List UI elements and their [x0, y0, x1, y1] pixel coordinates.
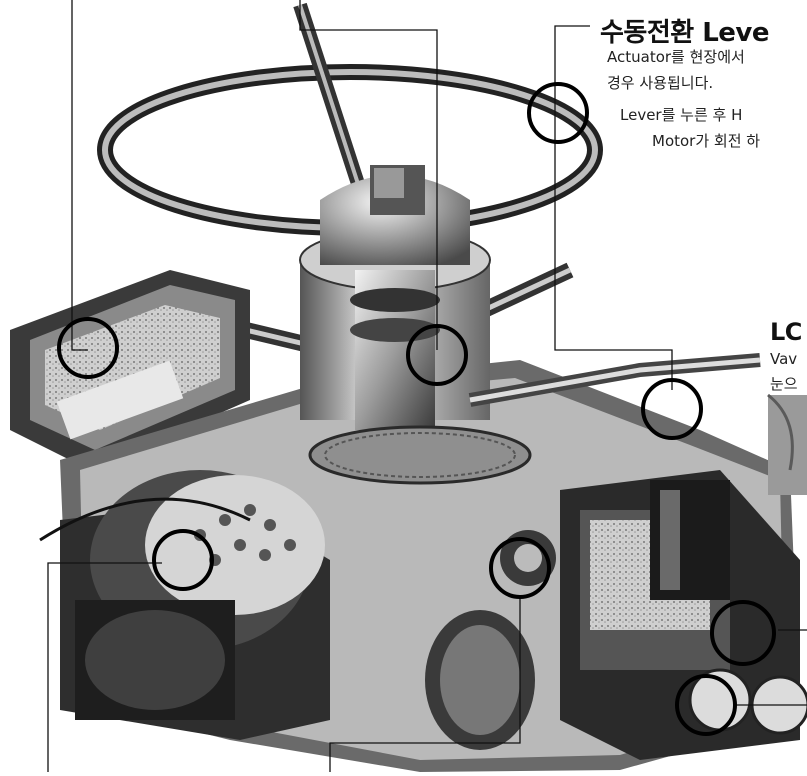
marker-top-left	[57, 317, 119, 379]
marker-terminal-upper	[710, 600, 776, 666]
leader-bottom-center	[329, 595, 521, 772]
leader-top-center	[299, 0, 438, 350]
manual-lever-desc-line2: 경우 사용됩니다.	[607, 74, 714, 92]
marker-dial	[489, 537, 551, 599]
manual-lever-desc-line4: Motor가 회전 하	[652, 132, 761, 150]
leader-manual-lever	[554, 25, 673, 390]
manual-lever-desc-line3: Lever를 누른 후 H	[620, 106, 743, 124]
lcd-desc-line2: 눈으	[770, 375, 798, 393]
lcd-photo-inset	[768, 395, 807, 495]
marker-manual-lever	[527, 82, 589, 144]
leader-bottom-left	[47, 562, 162, 772]
lcd-desc-line1: Vav	[770, 350, 798, 368]
leader-lines	[47, 0, 807, 772]
motor-unit	[39, 470, 330, 740]
manual-lever-title: 수동전환 Leve	[600, 18, 770, 48]
manual-lever-desc-line1: Actuator를 현장에서	[607, 48, 745, 66]
marker-lever-pipe	[641, 378, 703, 440]
highlight-markers	[57, 82, 776, 736]
lcd-title: LC	[770, 318, 802, 346]
marker-motor	[152, 529, 214, 591]
control-compartment	[425, 470, 807, 760]
left-housing	[10, 270, 250, 470]
marker-terminal-lower	[675, 674, 737, 736]
leader-top-left	[71, 0, 88, 351]
marker-center-shaft	[406, 324, 468, 386]
